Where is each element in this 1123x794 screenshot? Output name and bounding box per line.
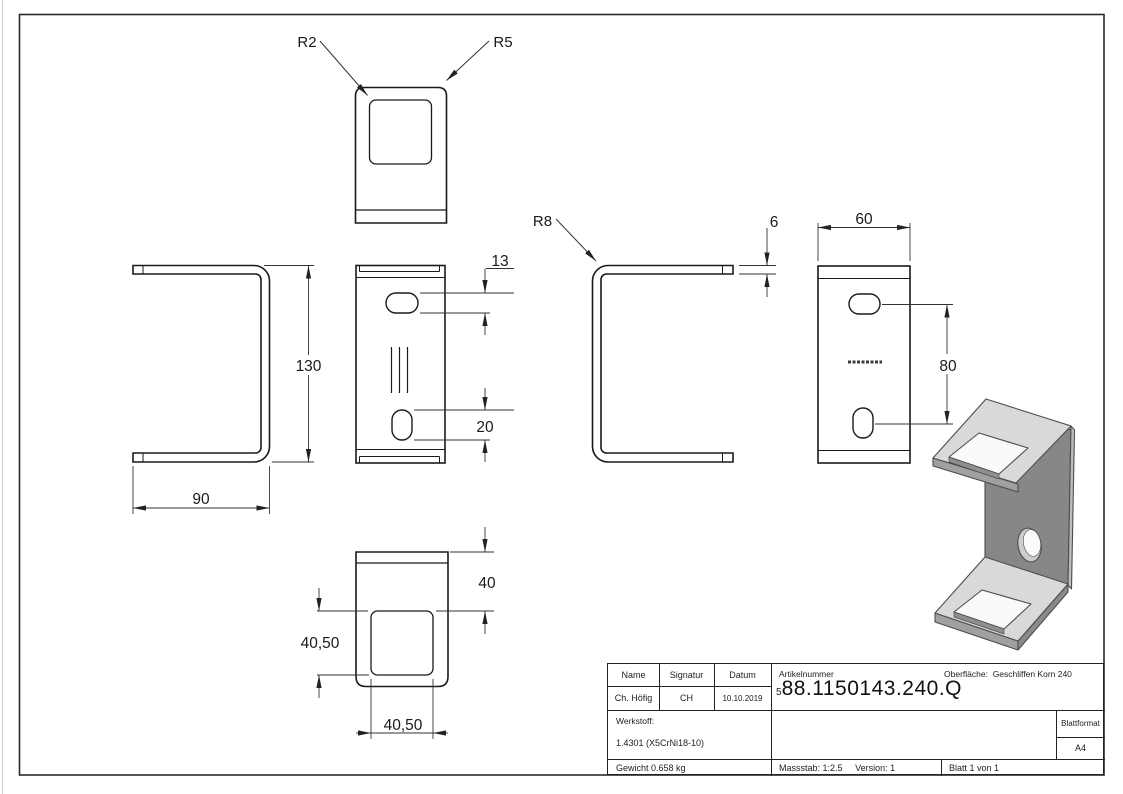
radius-callout-r8: R8 (533, 213, 597, 262)
front-view (355, 264, 446, 464)
top-view-hole (368, 99, 433, 165)
dim-20: 20 (414, 388, 514, 462)
r8-label: R8 (533, 213, 552, 230)
bottom-view-hole (370, 610, 434, 676)
oberflaeche-value: Geschliffen Korn 240 (992, 669, 1072, 679)
artikelnummer: 588.1150143.240.Q (776, 677, 962, 701)
front-slot-bottom (391, 409, 413, 441)
top-view (354, 86, 448, 224)
isometric-view (932, 398, 1076, 651)
datum-value: 10.10.2019 (722, 693, 763, 703)
massstab: Massstab: 1:2.5 (779, 763, 843, 773)
radius-callout-r2: R2 (297, 34, 368, 96)
blattformat-value: A4 (1074, 743, 1086, 753)
dim-130-label: 130 (296, 358, 322, 375)
massstab-row: Massstab: 1:2.5 Version: 1 (779, 763, 895, 773)
dim-40-50-bottom: 40,50 (356, 679, 448, 739)
side-right-outline (591, 264, 734, 463)
dim-130: 130 (264, 265, 325, 463)
gewicht: Gewicht 0.658 kg (616, 763, 686, 773)
werkstoff-label: Werkstoff: (616, 716, 654, 726)
dim-13-label: 13 (491, 253, 508, 270)
werkstoff-value: 1.4301 (X5CrNi18-10) (616, 738, 705, 748)
oberflaeche-label: Oberfläche: (944, 669, 988, 679)
back-view-outline (817, 265, 911, 464)
name-header: Name (621, 670, 646, 680)
iso-web-hole (1017, 527, 1042, 563)
signatur-header: Signatur (669, 670, 704, 680)
artikelnummer-prefix: 5 (776, 687, 782, 698)
blatt: Blatt 1 von 1 (949, 763, 1000, 773)
artikelnummer-value: 88.1150143.240.Q (781, 677, 962, 700)
dim-40-50-left-label: 40,50 (301, 635, 340, 652)
iso-bottom-flange-hole (953, 589, 1032, 635)
oberflaeche-row: Oberfläche: Geschliffen Korn 240 (944, 669, 1072, 679)
dim-80-label: 80 (939, 358, 957, 375)
dim-90-label: 90 (192, 491, 210, 508)
dim-13: 13 (420, 253, 514, 335)
front-slot-top (385, 292, 419, 314)
back-view (817, 265, 911, 464)
front-view-outline (355, 264, 446, 464)
top-view-outline (354, 86, 448, 224)
back-slot-bottom (852, 407, 874, 439)
artikelnummer-label: Artikelnummer (779, 669, 834, 679)
side-view-left (132, 264, 271, 463)
side-left-outline (132, 264, 271, 463)
bend-mark-lines (390, 347, 409, 393)
version: Version: 1 (855, 763, 896, 773)
dim-40-label: 40 (478, 575, 496, 592)
dim-40: 40 (436, 527, 496, 634)
dim-40-50-bottom-label: 40,50 (384, 717, 423, 734)
title-block: Name Signatur Datum Ch. Höfig CH 10.10.2… (607, 663, 1105, 776)
iso-top-flange-hole (948, 432, 1029, 480)
dim-20-label: 20 (476, 419, 494, 436)
dim-80: 80 (875, 304, 961, 425)
side-view-right (591, 264, 734, 463)
name-value: Ch. Höfig (614, 693, 653, 703)
r2-label: R2 (297, 34, 316, 51)
radius-callout-r5: R5 (446, 34, 513, 81)
dim-60: 60 (817, 211, 911, 261)
iso-web-edge (1067, 425, 1076, 590)
r5-label: R5 (493, 34, 512, 51)
datum-header: Datum (729, 670, 756, 680)
dim-6-label: 6 (770, 214, 779, 231)
dim-60-label: 60 (855, 211, 873, 228)
back-slot-top (848, 293, 881, 315)
blattformat-label: Blattformat (1061, 719, 1100, 728)
dim-40-50-left: 40,50 (301, 588, 369, 698)
dim-6: 6 (739, 214, 778, 297)
bottom-view (355, 551, 449, 688)
bottom-view-outline (355, 551, 449, 688)
border-frame (18, 13, 1105, 776)
signatur-value: CH (680, 693, 693, 703)
dim-90: 90 (132, 466, 270, 514)
